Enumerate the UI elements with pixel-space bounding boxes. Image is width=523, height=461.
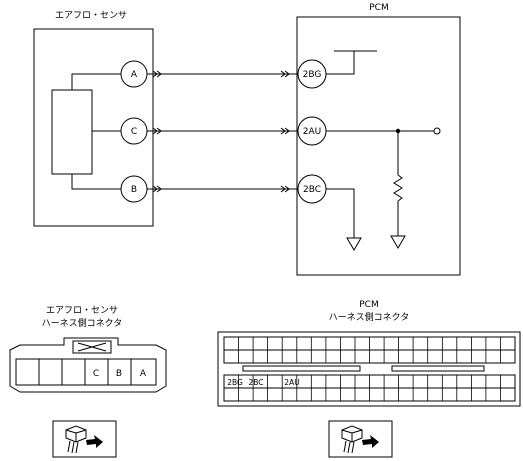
sensor-box <box>33 28 154 227</box>
pcm-pin-2bg: 2BG <box>297 59 327 89</box>
pcm-signal-line <box>326 127 441 135</box>
svg-text:2BG: 2BG <box>303 70 322 80</box>
svg-text:2BC: 2BC <box>303 185 321 195</box>
sensor-internal-wire-a <box>71 73 121 90</box>
pcm-box <box>296 16 461 276</box>
wire-b-2bc <box>147 185 298 193</box>
resistor-icon <box>393 131 403 236</box>
svg-text:B: B <box>131 185 137 195</box>
pcm-pin-2bc: 2BC <box>297 174 327 204</box>
pcm-connector-label-2bc: 2BC <box>248 378 263 387</box>
sensor-pin-b: B <box>120 175 148 203</box>
sensor-connector-face <box>9 337 167 393</box>
ground-icon-right <box>390 235 406 249</box>
svg-text:A: A <box>131 70 138 80</box>
pcm-ground-line <box>326 188 355 238</box>
connector-view-arrow-icon <box>328 420 393 458</box>
connector-view-arrow-icon <box>52 420 117 458</box>
pcm-connector-title-line2: ハーネス側コネクタ <box>329 311 410 323</box>
sensor-connector-cell-b: B <box>116 369 122 379</box>
sensor-connector-cell-a: A <box>140 369 147 379</box>
pcm-connector-label-2bg: 2BG <box>227 378 243 387</box>
svg-text:C: C <box>131 127 137 137</box>
sensor-element <box>51 89 93 175</box>
sensor-title: エアフロ・センサ <box>55 10 127 21</box>
pcm-connector-title-line1: PCM <box>359 300 378 310</box>
wire-a-2bg <box>147 70 298 78</box>
sensor-pin-a: A <box>120 60 148 88</box>
sensor-connector-cell-c: C <box>93 369 99 379</box>
wire-c-2au <box>147 127 298 135</box>
ground-icon-left <box>346 237 362 251</box>
pcm-title: PCM <box>369 3 388 13</box>
sensor-internal-wire-b <box>71 174 121 190</box>
sensor-connector-title-line1: エアフロ・センサ <box>46 305 118 316</box>
pcm-connector-label-2au: 2AU <box>284 378 299 387</box>
svg-text:2AU: 2AU <box>303 127 321 137</box>
pcm-pin-2au: 2AU <box>297 116 327 146</box>
pcm-supply-line <box>326 50 377 75</box>
sensor-pin-c: C <box>120 117 148 145</box>
sensor-connector-title-line2: ハーネス側コネクタ <box>42 317 123 329</box>
pcm-connector-face <box>217 331 521 407</box>
